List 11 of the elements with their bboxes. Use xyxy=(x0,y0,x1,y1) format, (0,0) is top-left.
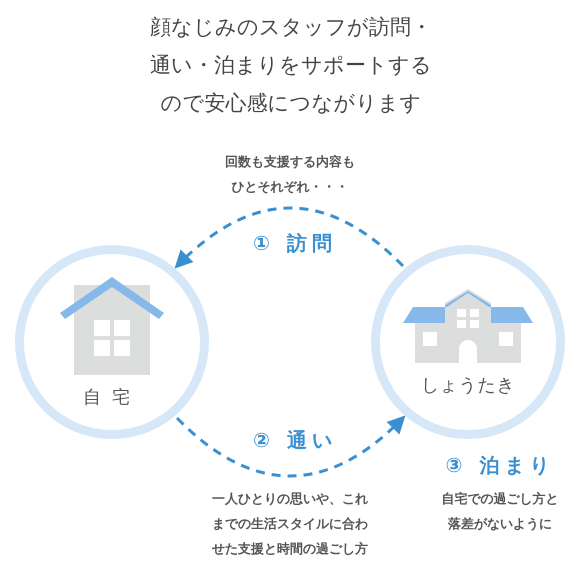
edge-label: ① 訪問 xyxy=(252,230,338,257)
note: 一人ひとりの思いや、これまでの生活スタイルに合わせた支援と時間の過ごし方 xyxy=(211,491,369,559)
dashed-arrow xyxy=(174,206,404,268)
dashed-arrow xyxy=(176,416,406,478)
note: 回数も支援する内容もひとそれぞれ・・・ xyxy=(224,154,356,197)
node-label: しょうたき xyxy=(420,374,516,397)
note: 自宅での過ごし方と落差がないように xyxy=(440,490,560,534)
edge-label: ② 通い xyxy=(252,427,338,454)
node-label: 自宅 xyxy=(83,386,141,409)
title: 顔なじみのスタッフが訪問・通い・泊まりをサポートするので安心感につながります xyxy=(149,14,433,117)
heading: ③ 泊まり xyxy=(444,452,556,479)
